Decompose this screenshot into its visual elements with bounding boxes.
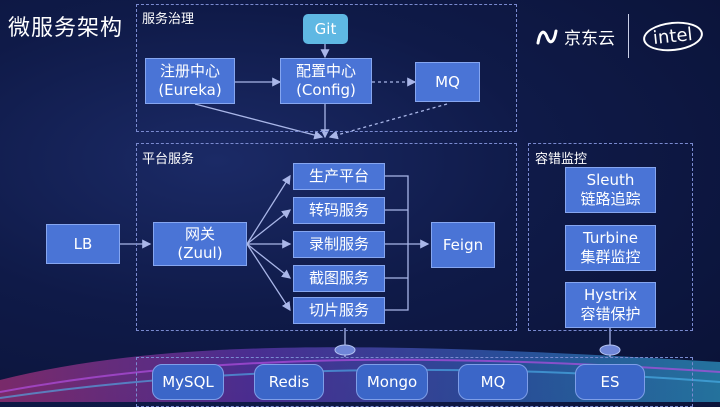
storage-redis: Redis (254, 364, 324, 400)
hystrix-node: Hystrix 容错保护 (565, 282, 656, 328)
service-slicing: 切片服务 (293, 297, 385, 324)
storage-mongo: Mongo (356, 364, 428, 400)
governance-region-label: 服务治理 (142, 12, 195, 27)
eureka-node: 注册中心 (Eureka) (145, 58, 235, 104)
mq-to-platform-line (328, 103, 448, 140)
zuul-node: 网关 (Zuul) (153, 222, 247, 266)
services-bracket-line (385, 175, 409, 311)
service-transcoding: 转码服务 (293, 197, 385, 224)
sleuth-node: Sleuth 链路追踪 (565, 167, 656, 213)
lb-node: LB (46, 224, 120, 264)
zuul-to-service-4-line (246, 243, 292, 279)
jd-logo-text: 京东云 (564, 29, 615, 49)
service-screenshot: 截图服务 (293, 265, 385, 292)
storage-es: ES (575, 364, 645, 400)
zuul-to-service-5-line (246, 243, 291, 312)
jd-cloud-logo: 京东云 (536, 24, 615, 49)
feign-node: Feign (431, 222, 495, 268)
zuul-to-service-1-line (246, 174, 291, 245)
platform-region (136, 143, 517, 331)
git-node: Git (303, 14, 348, 44)
storage-connector-left (334, 344, 356, 356)
service-recording: 录制服务 (293, 231, 385, 258)
monitoring-region-label: 容错监控 (535, 152, 588, 167)
config-node: 配置中心 (Config) (280, 58, 372, 104)
storage-mysql: MySQL (152, 364, 224, 400)
platform-region-label: 平台服务 (142, 152, 195, 167)
logo-separator (628, 14, 629, 58)
service-production-platform: 生产平台 (293, 163, 385, 190)
monitoring-region (528, 143, 693, 331)
governance-region (136, 4, 517, 132)
storage-mq: MQ (458, 364, 528, 400)
zuul-to-service-2-line (246, 209, 292, 245)
page-title: 微服务架构 (8, 16, 124, 41)
storage-connector-right (599, 344, 621, 356)
jd-logo-icon (536, 29, 558, 44)
mq-node-top: MQ (415, 62, 480, 102)
turbine-node: Turbine 集群监控 (565, 225, 656, 271)
